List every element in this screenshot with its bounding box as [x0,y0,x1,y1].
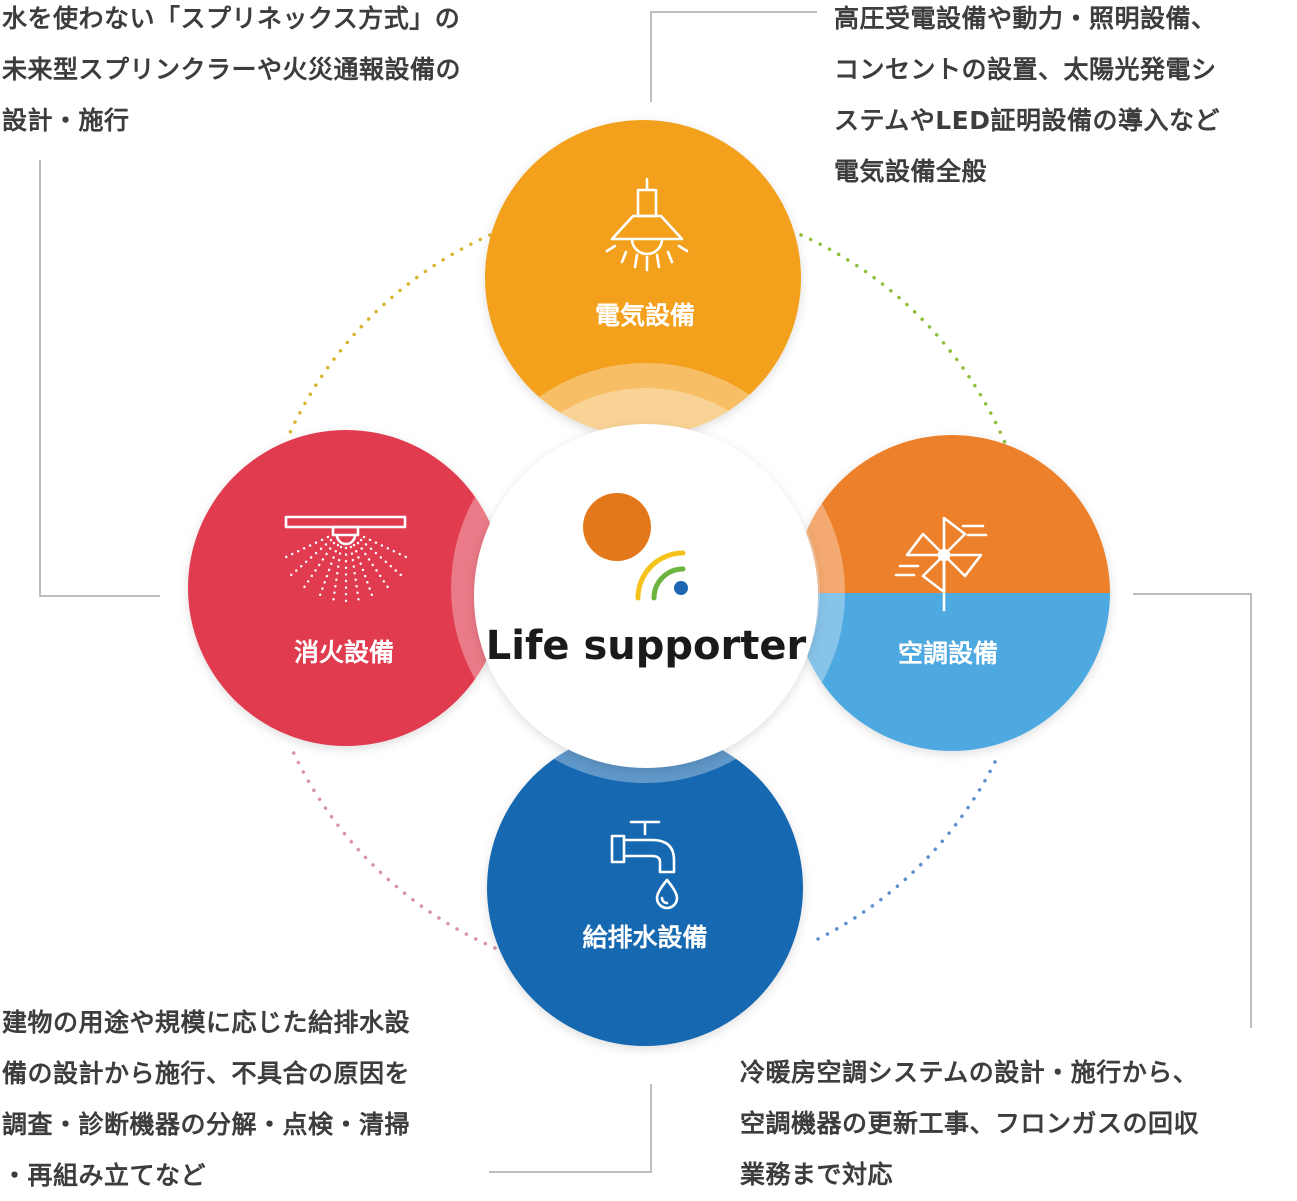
sprinkler-label: 消火設備 [294,638,394,667]
connector-sprinkler [39,160,160,597]
electric-label: 電気設備 [595,301,695,330]
pendant-lamp-icon [605,177,689,272]
water-description: 建物の用途や規模に応じた給排水設 備の設計から施行、不具合の原因を 調査・診断機… [2,1008,411,1190]
faucet-icon [610,820,679,910]
center-circle[interactable]: Life supporter [474,424,818,768]
electric-description: 高圧受電設備や動力・照明設備、 コンセントの設置、太陽光発電シ ステムやLED証… [834,4,1221,186]
center-label: Life supporter [486,623,807,669]
logo-arc-inner [651,566,686,601]
aircon-description: 冷暖房空調システムの設計・施行から、 空調機器の更新工事、フロンガスの回収 業務… [740,1058,1200,1189]
ring-arc-top-left [286,233,492,439]
life-supporter-logo [583,493,688,601]
connector-electric [650,11,817,102]
service-circle-water[interactable]: 給排水設備 [460,413,830,1046]
ring-arc-top-right [799,233,1007,445]
service-circle-sprinkler[interactable]: 消火設備 [188,403,821,773]
water-circle [487,730,803,1046]
ring-arc-bottom-right [814,760,997,942]
electric-circle [485,120,801,436]
water-label: 給排水設備 [582,923,707,952]
connector-lines [39,11,1252,1173]
pinwheel-icon [894,516,988,612]
aircon-label: 空調設備 [898,639,998,668]
logo-arc-outer [635,550,686,601]
dotted-ring [286,233,1007,950]
service-circle-aircon[interactable]: 空調設備 [475,408,1130,778]
connector-water [489,1084,652,1173]
connector-aircon [1133,593,1252,1028]
sprinkler-spray [282,535,410,607]
sprinkler-icon [284,515,407,546]
logo-sun [583,493,651,561]
service-circle-electric[interactable]: 電気設備 [461,120,831,733]
center-disc [474,424,818,768]
sprinkler-description: 水を使わない「スプリネックス方式」の 未来型スプリンクラーや火災通報設備の 設計… [2,4,462,135]
logo-dot [674,581,688,595]
ring-arc-bottom-left [288,743,497,950]
